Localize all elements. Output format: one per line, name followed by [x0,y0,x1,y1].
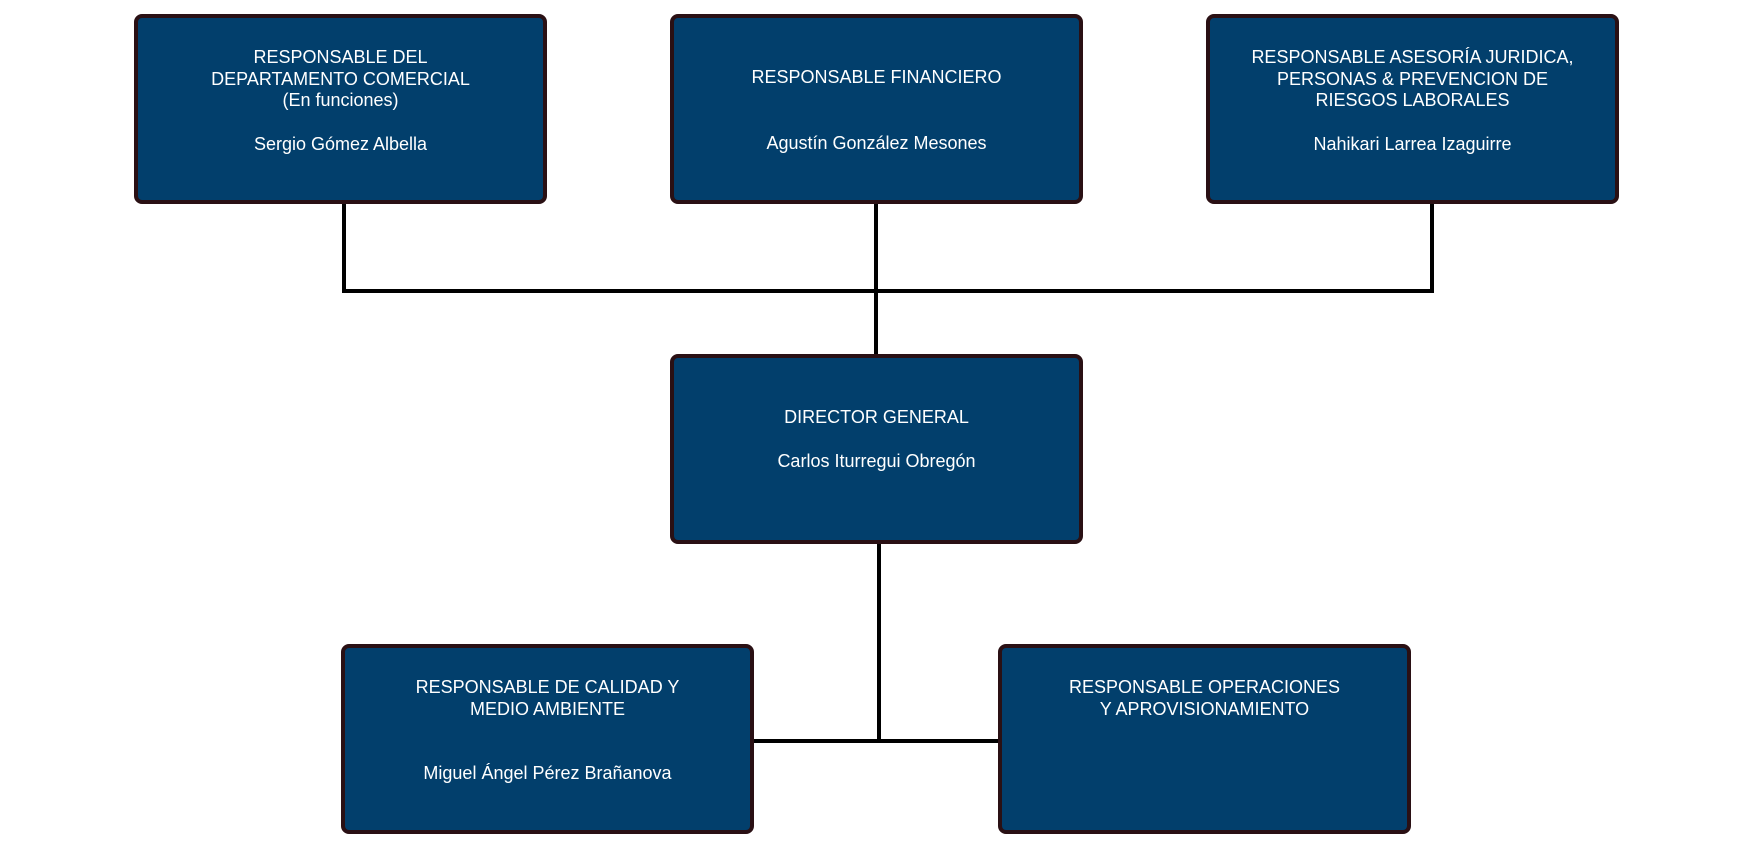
org-box-director: DIRECTOR GENERAL Carlos Iturregui Obregó… [670,354,1083,544]
connector-legal-vertical [1430,202,1434,293]
box-person-name: Carlos Iturregui Obregón [777,450,976,471]
box-title: RESPONSABLE ASESORÍA JURIDICA, PERSONAS … [1251,47,1574,110]
connector-commercial-vertical [342,202,346,293]
box-person-name: Nahikari Larrea Izaguirre [1313,133,1512,154]
box-title: RESPONSABLE DEL DEPARTAMENTO COMERCIAL (… [211,47,470,110]
box-title: RESPONSABLE DE CALIDAD Y MEDIO AMBIENTE [415,677,680,719]
org-box-quality: RESPONSABLE DE CALIDAD Y MEDIO AMBIENTE … [341,644,754,834]
org-box-finance: RESPONSABLE FINANCIERO Agustín González … [670,14,1083,204]
box-title: RESPONSABLE OPERACIONES Y APROVISIONAMIE… [1068,677,1341,719]
connector-director-down [877,542,881,743]
box-title: DIRECTOR GENERAL [784,407,969,427]
box-person-name: Sergio Gómez Albella [253,133,428,154]
box-person-name: Agustín González Mesones [766,132,987,153]
box-person-name: Miguel Ángel Pérez Brañanova [423,763,672,783]
org-box-legal: RESPONSABLE ASESORÍA JURIDICA, PERSONAS … [1206,14,1619,204]
box-title: RESPONSABLE FINANCIERO [751,67,1002,87]
connector-bottom-horizontal [754,739,1000,743]
connector-top-horizontal [342,289,1434,293]
org-box-commercial: RESPONSABLE DEL DEPARTAMENTO COMERCIAL (… [134,14,547,204]
org-box-operations: RESPONSABLE OPERACIONES Y APROVISIONAMIE… [998,644,1411,834]
connector-finance-vertical [874,202,878,355]
